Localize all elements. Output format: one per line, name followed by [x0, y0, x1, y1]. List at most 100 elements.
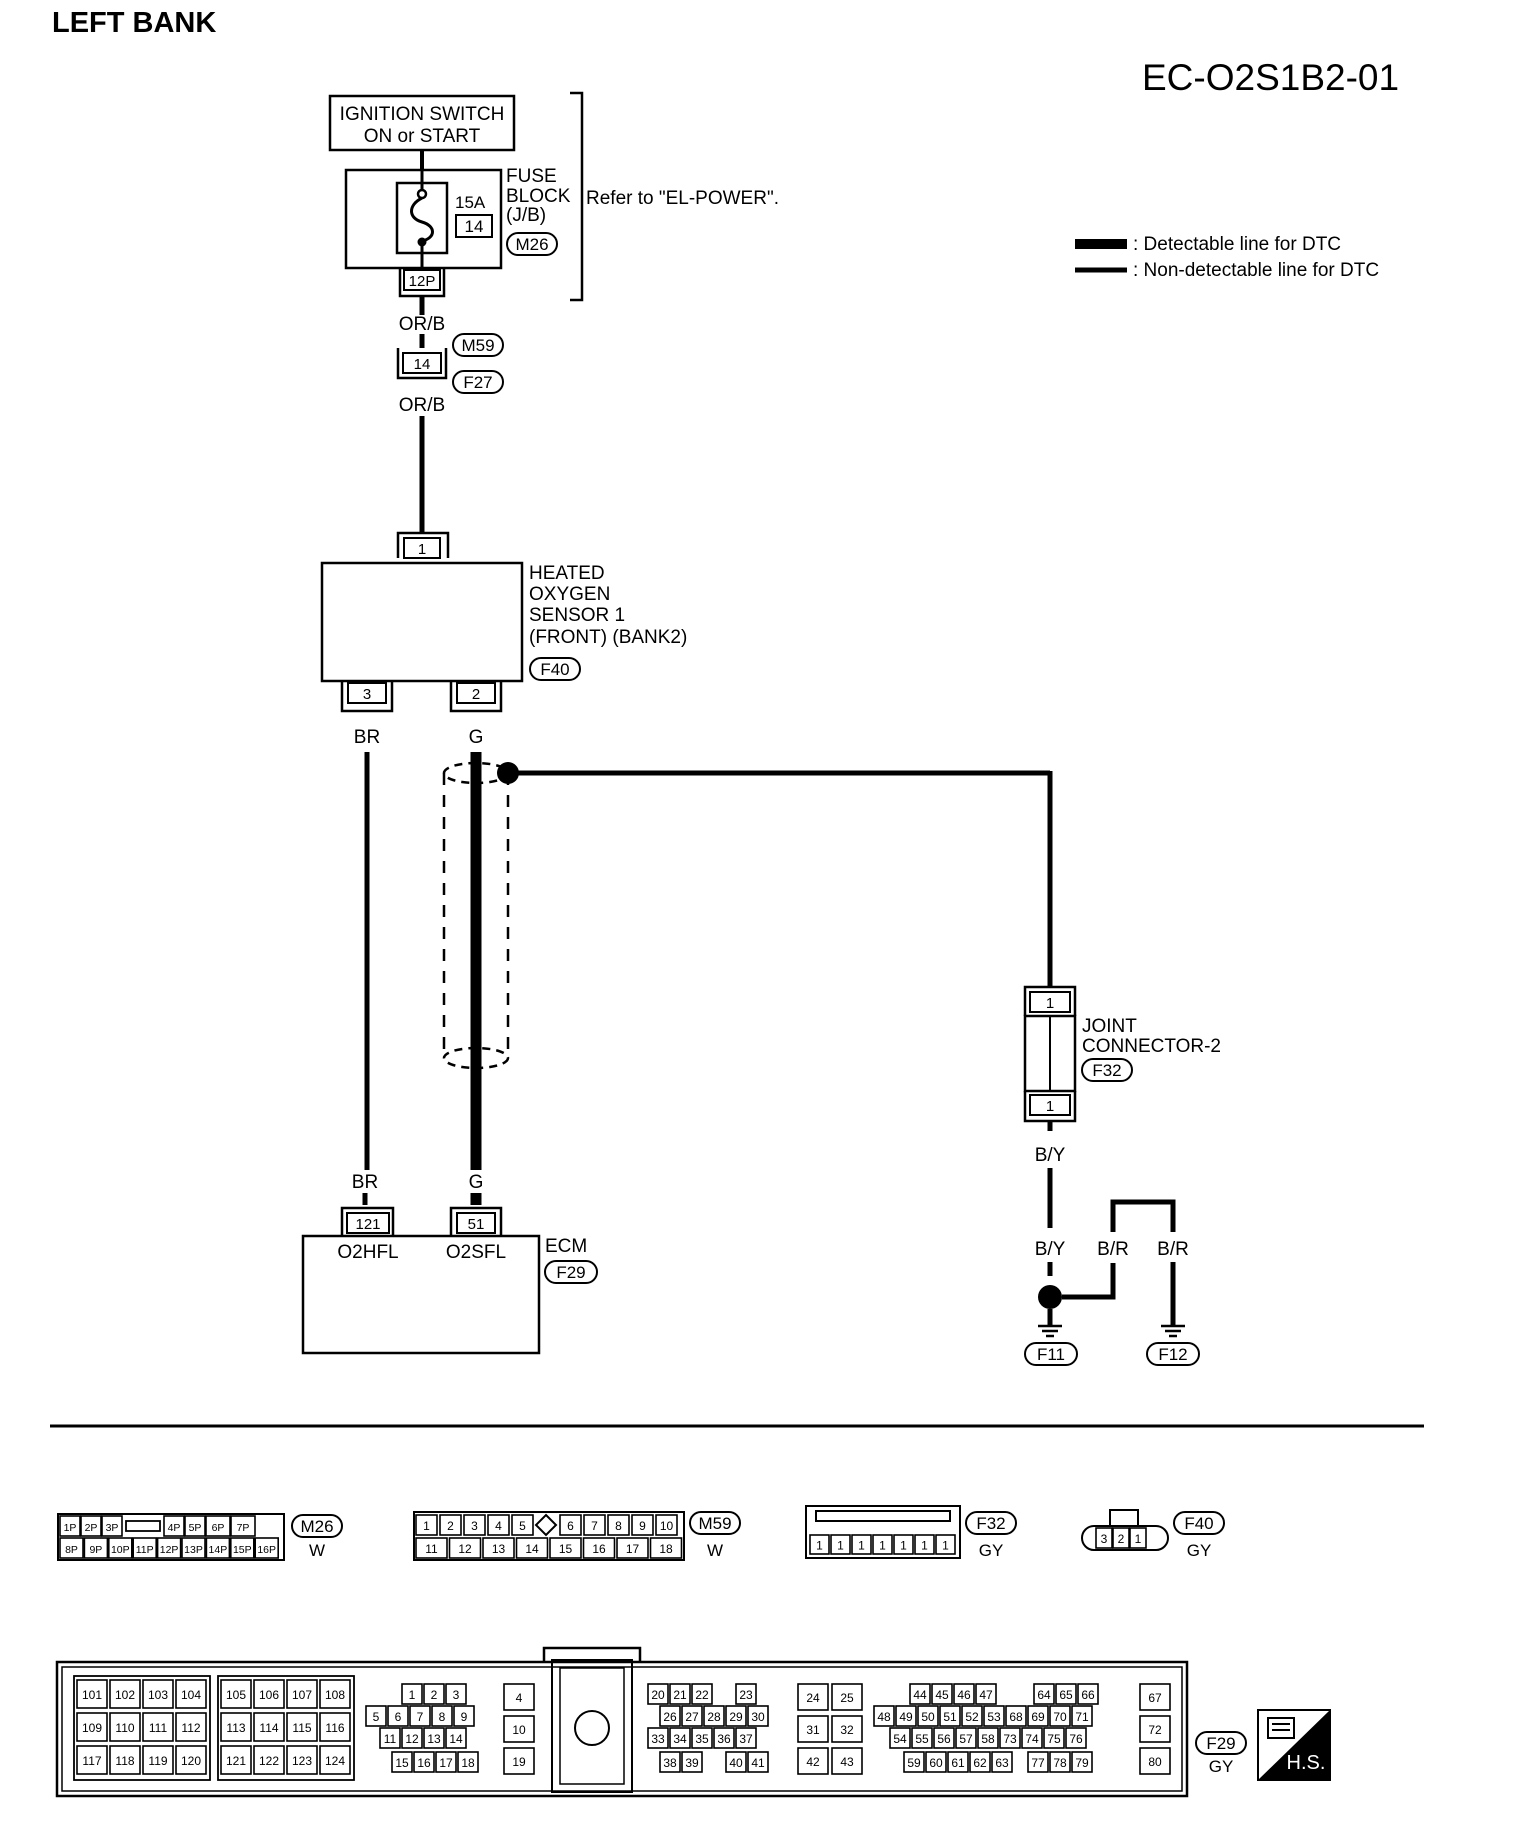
- svg-text:44: 44: [913, 1688, 927, 1702]
- svg-text:1: 1: [816, 1539, 823, 1553]
- connector-pin: 1: [401, 1683, 423, 1705]
- svg-text:6: 6: [567, 1519, 574, 1533]
- connector-f29-color: GY: [1209, 1757, 1234, 1776]
- svg-text:123: 123: [292, 1754, 312, 1768]
- connector-pin: 2: [439, 1514, 462, 1536]
- connector-m26-color: W: [309, 1541, 325, 1560]
- wire-orb-top: OR/B: [399, 314, 445, 335]
- svg-text:14: 14: [449, 1732, 463, 1746]
- fuse-rating: 15A: [455, 193, 486, 212]
- connector-pin: 73: [999, 1727, 1021, 1749]
- connector-pin: 2P: [80, 1515, 102, 1537]
- svg-text:16: 16: [592, 1542, 606, 1556]
- connector-pin: 15: [549, 1537, 582, 1559]
- ecm-connector: F29: [556, 1263, 585, 1282]
- svg-text:5P: 5P: [189, 1522, 202, 1534]
- connector-pin: 15: [391, 1751, 413, 1773]
- diagram-code: EC-O2S1B2-01: [1142, 57, 1399, 98]
- svg-text:76: 76: [1069, 1732, 1083, 1746]
- svg-text:47: 47: [979, 1688, 993, 1702]
- svg-text:35: 35: [695, 1732, 709, 1746]
- svg-text:19: 19: [512, 1755, 526, 1769]
- svg-text:12P: 12P: [160, 1544, 179, 1556]
- svg-text:42: 42: [806, 1755, 820, 1769]
- connector-pin: 124: [319, 1745, 351, 1775]
- connector-pin: 6P: [205, 1515, 231, 1537]
- connector-pin: 18: [457, 1751, 479, 1773]
- svg-text:59: 59: [907, 1756, 921, 1770]
- connector-pin: 50: [917, 1705, 939, 1727]
- connector-pin: 66: [1077, 1683, 1099, 1705]
- connector-pin: 72: [1139, 1715, 1171, 1743]
- svg-text:73: 73: [1003, 1732, 1017, 1746]
- svg-text:65: 65: [1059, 1688, 1073, 1702]
- wire-br-bottom: BR: [352, 1172, 378, 1193]
- page-title: LEFT BANK: [52, 7, 216, 39]
- connector-pin: 34: [669, 1727, 691, 1749]
- svg-text:3: 3: [1101, 1532, 1108, 1546]
- svg-text:10: 10: [512, 1723, 526, 1737]
- connector-pin: 47: [975, 1683, 997, 1705]
- connector-pin: 14P: [205, 1537, 231, 1559]
- svg-text:17: 17: [439, 1756, 453, 1770]
- wire-orb-bottom: OR/B: [399, 395, 445, 416]
- svg-text:M59: M59: [698, 1514, 731, 1533]
- wire-g-top: G: [469, 727, 484, 748]
- legend-nondetectable-text: : Non-detectable line for DTC: [1133, 260, 1379, 281]
- svg-text:70: 70: [1053, 1710, 1067, 1724]
- svg-text:43: 43: [840, 1755, 854, 1769]
- svg-text:4: 4: [495, 1519, 502, 1533]
- joint-name-line1: JOINT: [1082, 1016, 1137, 1037]
- svg-text:110: 110: [115, 1721, 134, 1735]
- fuse-block: 15A 14 FUSE BLOCK (J/B) M26 12P: [344, 166, 571, 298]
- ecm-terminal-o2hfl: O2HFL: [337, 1242, 398, 1263]
- svg-text:15P: 15P: [233, 1544, 252, 1556]
- connector-pin: 43: [831, 1747, 863, 1775]
- connector-pin: 10: [503, 1715, 535, 1743]
- connector-pin: 45: [931, 1683, 953, 1705]
- fuse-block-connector: M26: [515, 235, 548, 254]
- sensor-name-line4: (FRONT) (BANK2): [529, 627, 687, 648]
- connector-pin: 17: [435, 1751, 457, 1773]
- svg-text:104: 104: [181, 1688, 201, 1702]
- svg-text:33: 33: [651, 1732, 665, 1746]
- connector-pin: 36: [713, 1727, 735, 1749]
- connector-pin: 26: [659, 1705, 681, 1727]
- ground-icon: [1161, 1324, 1185, 1338]
- connector-m26-label: M26: [291, 1514, 343, 1538]
- connector-pin: 1P: [59, 1515, 81, 1537]
- connector-pin: 67: [1139, 1683, 1171, 1711]
- svg-text:29: 29: [729, 1710, 743, 1724]
- connector-pin: 12: [448, 1537, 482, 1559]
- svg-text:1: 1: [942, 1539, 949, 1553]
- wire-shield: [442, 761, 510, 1070]
- svg-text:4: 4: [516, 1691, 523, 1705]
- svg-text:22: 22: [695, 1688, 709, 1702]
- connector-pin: 1: [893, 1534, 914, 1555]
- connector-pin: 16P: [254, 1537, 279, 1559]
- connector-pin: 7P: [230, 1515, 256, 1537]
- connector-pin: 56: [933, 1727, 955, 1749]
- svg-text:3: 3: [471, 1519, 478, 1533]
- svg-text:66: 66: [1081, 1688, 1095, 1702]
- svg-text:8P: 8P: [65, 1544, 78, 1556]
- connector-pin: 70: [1049, 1705, 1071, 1727]
- connector-pin: 14: [515, 1537, 549, 1559]
- connector-pin: 49: [895, 1705, 917, 1727]
- svg-text:117: 117: [82, 1754, 101, 1768]
- svg-text:10: 10: [660, 1519, 674, 1533]
- svg-text:30: 30: [751, 1710, 765, 1724]
- svg-text:31: 31: [806, 1723, 820, 1737]
- ecm: 121 51 O2HFL O2SFL ECM F29: [301, 1206, 598, 1355]
- f27-label: F27: [463, 373, 492, 392]
- connector-pin: 29: [725, 1705, 747, 1727]
- connector-pictogram-icon: [1267, 1717, 1295, 1739]
- svg-text:6P: 6P: [212, 1522, 225, 1534]
- svg-text:103: 103: [148, 1688, 168, 1702]
- svg-text:26: 26: [663, 1710, 677, 1724]
- sensor-connector: F40: [540, 660, 569, 679]
- svg-text:1: 1: [879, 1539, 886, 1553]
- connector-pin: 9: [631, 1514, 654, 1536]
- svg-text:16: 16: [417, 1756, 431, 1770]
